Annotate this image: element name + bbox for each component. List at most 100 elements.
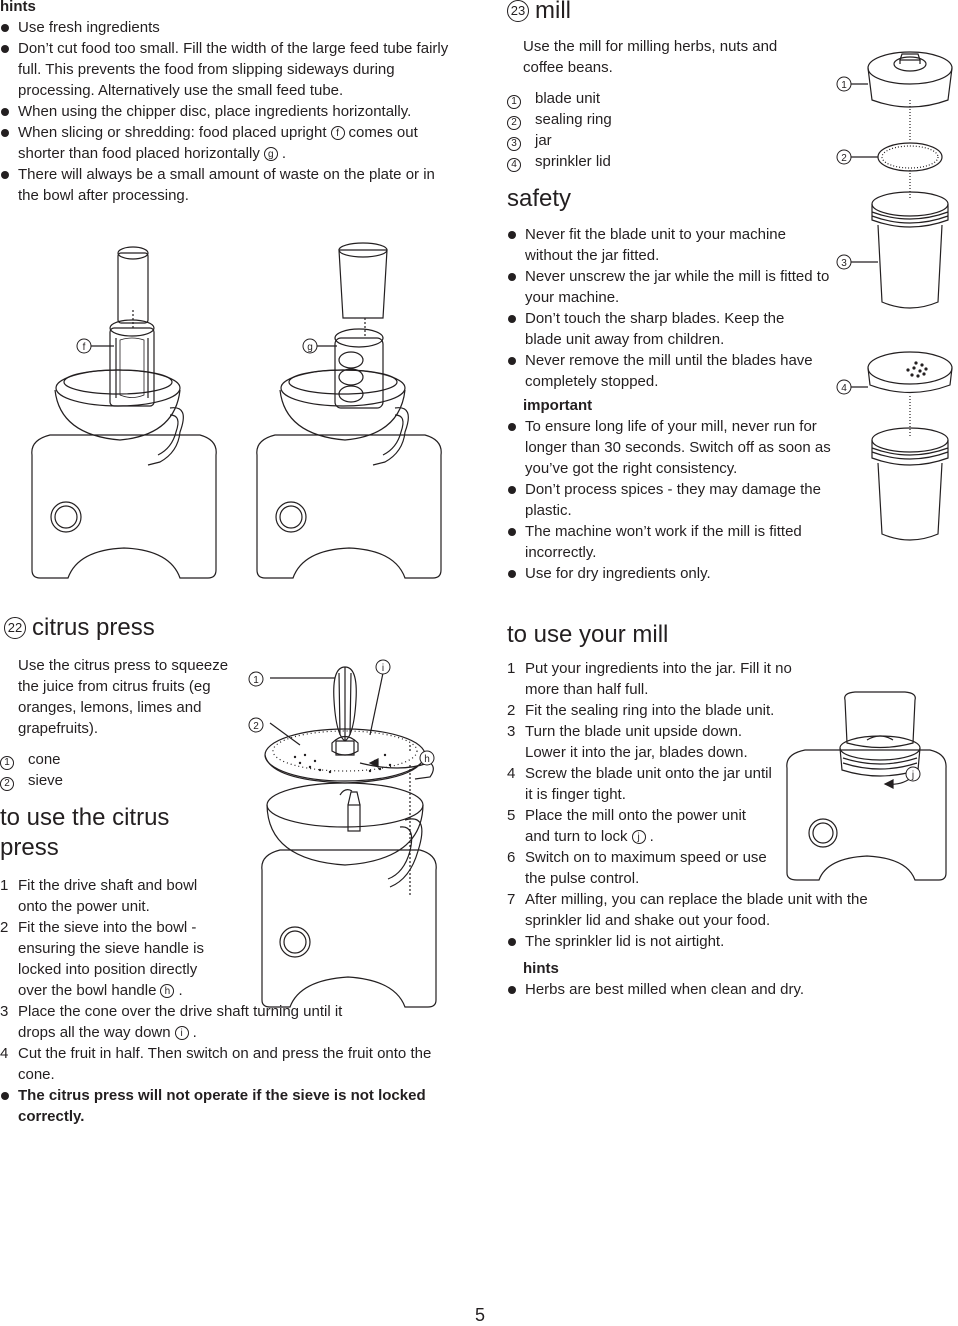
callout-i: i [382,663,384,674]
list-item: 6 Switch on to maximum speed or use the p… [507,847,775,889]
list-item: When slicing or shredding: food placed u… [0,122,450,164]
punctuation: . [281,145,286,162]
callout-letter-j: j [631,830,646,845]
label-f-circle [76,338,92,354]
list-item: There will always be a small amount of w… [0,164,450,206]
list-item: When using the chipper disc, place ingre… [0,101,450,122]
step-text: Place the mill onto the power unit and t… [525,807,746,845]
part-number: 4 [507,158,521,172]
hints-section: hints Use fresh ingredients Don’t cut fo… [0,0,450,206]
hints-list: Use fresh ingredients Don’t cut food too… [0,17,450,206]
step-number: 1 [0,877,9,894]
step-number: 3 [0,1003,9,1020]
label-g-circle [302,338,318,354]
food-processor-feed-tube-illustration: f g [31,242,442,579]
hints-heading: hints [0,0,36,15]
safety-list: Never fit the blade unit to your machine… [507,224,837,392]
punctuation: . [192,1024,197,1041]
title-text: mill [535,0,571,24]
list-item: Never unscrew the jar while the mill is … [507,266,837,308]
warning-item: The citrus press will not operate if the… [0,1085,440,1127]
step-number: 2 [507,702,516,719]
part-number: 1 [507,95,521,109]
list-item: Use for dry ingredients only. [507,563,837,584]
citrus-press-illustration: 1 2 i h [248,659,437,1008]
list-item: Never fit the blade unit to your machine… [507,224,805,266]
callout-letter-h: h [160,984,175,999]
list-item: 2 sealing ring [507,109,837,130]
list-item: 7 After milling, you can replace the blad… [507,889,925,931]
part-label: sprinkler lid [535,153,611,170]
list-item: 1 Fit the drive shaft and bowl onto the p… [0,875,204,917]
list-item: 1 cone [0,749,450,770]
part-label: cone [28,751,61,768]
hint-text: When slicing or shredding: food placed u… [18,124,327,141]
step-text: Place the cone over the drive shaft turn… [18,1003,343,1041]
food-processor-horizontal-figure [256,242,442,579]
citrus-steps: 1 Fit the drive shaft and bowl onto the p… [0,875,450,1085]
step-number: 7 [507,891,516,908]
use-mill-hints: Herbs are best milled when clean and dry… [507,979,927,1000]
page-number: 5 [474,1305,485,1325]
list-item: Herbs are best milled when clean and dry… [507,979,927,1000]
safety-title: safety [507,185,572,212]
list-item: To ensure long life of your mill, never … [507,416,835,479]
important-list: To ensure long life of your mill, never … [507,416,837,584]
step-text: Screw the blade unit onto the jar until … [525,765,772,803]
step-number: 6 [507,849,516,866]
mill-on-machine-illustration: j [786,691,947,881]
callout-2: 2 [253,721,259,732]
part-label: sieve [28,772,64,789]
step-number: 5 [507,807,516,824]
part-number: 1 [0,756,14,770]
callout-letter-g: g [263,147,278,162]
sprinkler-holes [906,361,928,378]
step-text: Fit the drive shaft and bowl onto the po… [18,877,198,915]
punctuation: . [649,828,654,845]
important-heading: important [523,397,593,414]
step-number: 3 [507,723,516,740]
section-number-badge: 22 [4,617,26,639]
sieve-holes [293,753,392,774]
callout-2: 2 [841,153,847,164]
list-item: Don’t touch the sharp blades. Keep the b… [507,308,805,350]
callout-3: 3 [841,258,847,269]
figure-label-g: g [307,342,313,353]
callout-h: h [424,754,430,765]
citrus-intro: Use the citrus press to squeeze the juic… [18,657,229,737]
step-number: 2 [0,919,9,936]
step-text: Fit the sealing ring into the blade unit… [525,702,775,719]
list-item: 2 Fit the sealing ring into the blade uni… [507,700,775,721]
title-text: citrus press [32,614,155,641]
hints-heading: hints [523,960,559,977]
list-item: The sprinkler lid is not airtight. [507,931,927,952]
list-item: Don’t process spices - they may damage t… [507,479,835,521]
step-text: Fit the sieve into the bowl - ensuring t… [18,919,204,999]
step-number: 1 [507,660,516,677]
food-processor-upright-figure [31,246,217,579]
citrus-press-title: 22 citrus press [0,613,450,643]
part-number: 3 [507,137,521,151]
part-label: sealing ring [535,111,612,128]
step-text: Turn the blade unit upside down. Lower i… [525,723,748,761]
part-number: 2 [507,116,521,130]
callout-4: 4 [841,383,847,394]
list-item: The machine won’t work if the mill is fi… [507,521,825,563]
list-item: Never remove the mill until the blades h… [507,350,825,392]
step-text: Switch on to maximum speed or use the pu… [525,849,767,887]
step-number: 4 [507,765,516,782]
punctuation: . [178,982,183,999]
list-item: 3 Place the cone over the drive shaft tur… [0,1001,348,1043]
mill-intro: Use the mill for milling herbs, nuts and… [523,38,778,76]
step-text: After milling, you can replace the blade… [525,891,868,929]
callout-1: 1 [841,80,847,91]
